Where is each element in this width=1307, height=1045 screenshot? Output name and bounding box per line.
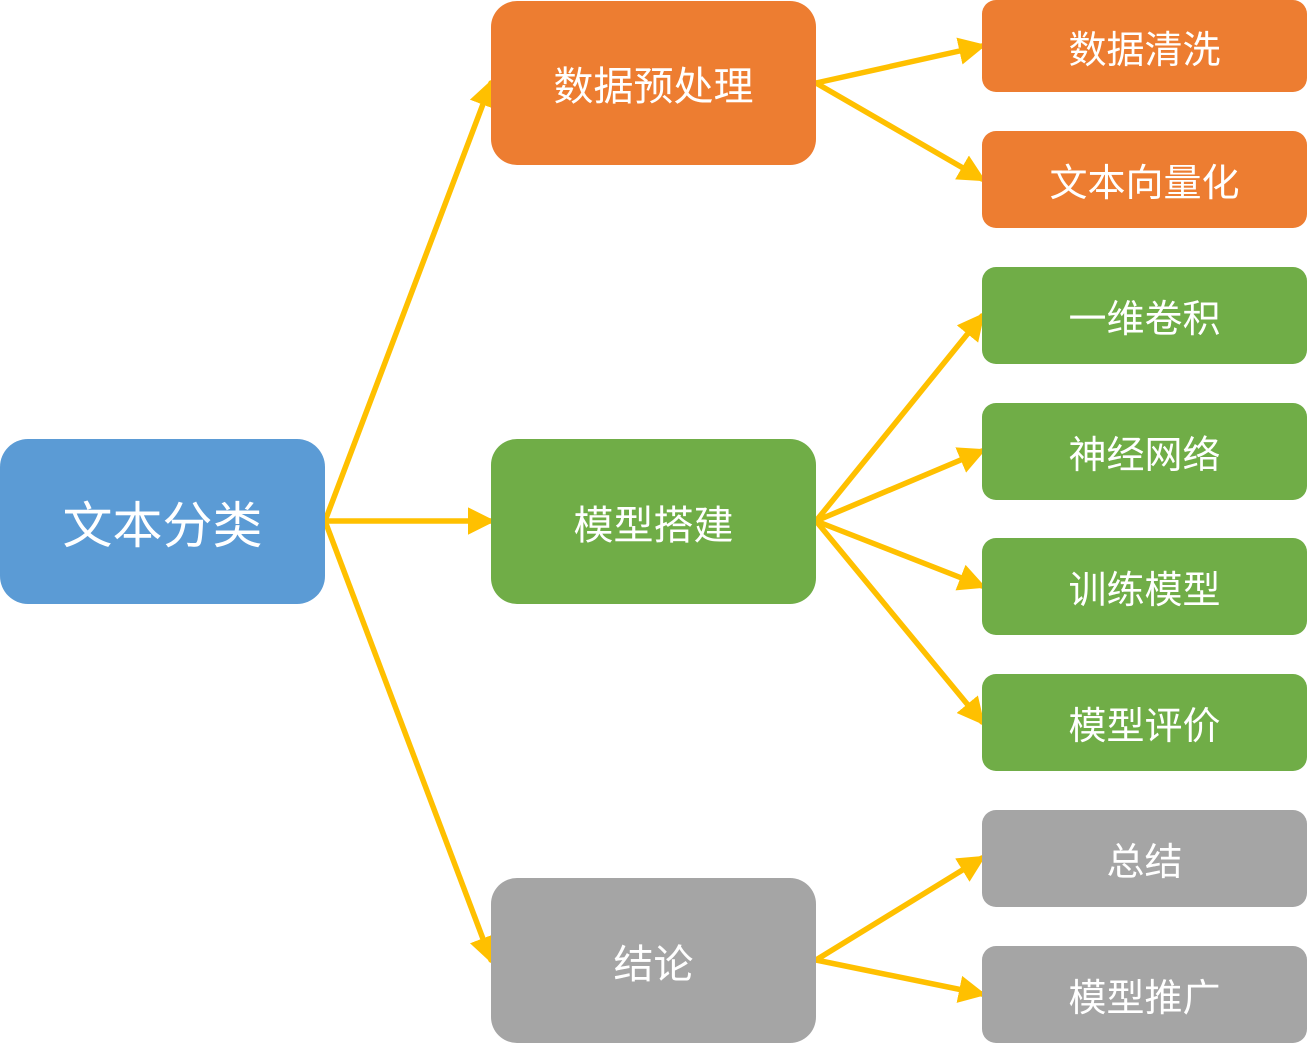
arrow-preprocessing-to-cleaning [813,37,987,86]
branch-node-conclusion: 结论 [491,878,816,1043]
leaf-label: 一维卷积 [1068,297,1221,341]
root-label: 文本分类 [62,496,263,555]
leaf-node-train-model: 训练模型 [982,538,1307,635]
arrow-root-to-preprocessing [322,78,496,524]
leaf-node-text-vectorization: 文本向量化 [982,131,1307,228]
arrow-model-to-eval [813,518,985,726]
arrow-model-to-nn [813,447,987,524]
arrow-preprocessing-to-vectorization [813,80,986,182]
branch-label: 数据预处理 [553,64,754,110]
leaf-label: 神经网络 [1068,433,1221,477]
leaf-node-1d-conv: 一维卷积 [982,267,1307,364]
branch-label: 模型搭建 [573,502,734,549]
root-node: 文本分类 [0,439,325,604]
leaf-node-summary: 总结 [982,810,1307,907]
leaf-label: 模型评价 [1068,704,1221,748]
arrow-model-to-train [813,518,987,591]
arrow-root-to-conclusion [322,518,496,965]
leaf-node-model-evaluation: 模型评价 [982,674,1307,771]
leaf-label: 模型推广 [1068,976,1221,1020]
arrow-model-to-conv [813,312,985,524]
branch-label: 结论 [613,941,694,988]
leaf-label: 训练模型 [1068,568,1221,612]
arrow-conclusion-to-summary [813,855,986,963]
leaf-node-data-cleaning: 数据清洗 [982,0,1307,92]
arrow-conclusion-to-extension [813,957,987,1003]
branch-node-preprocessing: 数据预处理 [491,1,816,165]
leaf-label: 文本向量化 [1049,161,1240,205]
branch-node-model-building: 模型搭建 [491,439,816,604]
leaf-label: 数据清洗 [1068,27,1221,72]
leaf-node-model-extension: 模型推广 [982,946,1307,1043]
leaf-label: 总结 [1106,840,1183,884]
leaf-node-neural-network: 神经网络 [982,403,1307,500]
